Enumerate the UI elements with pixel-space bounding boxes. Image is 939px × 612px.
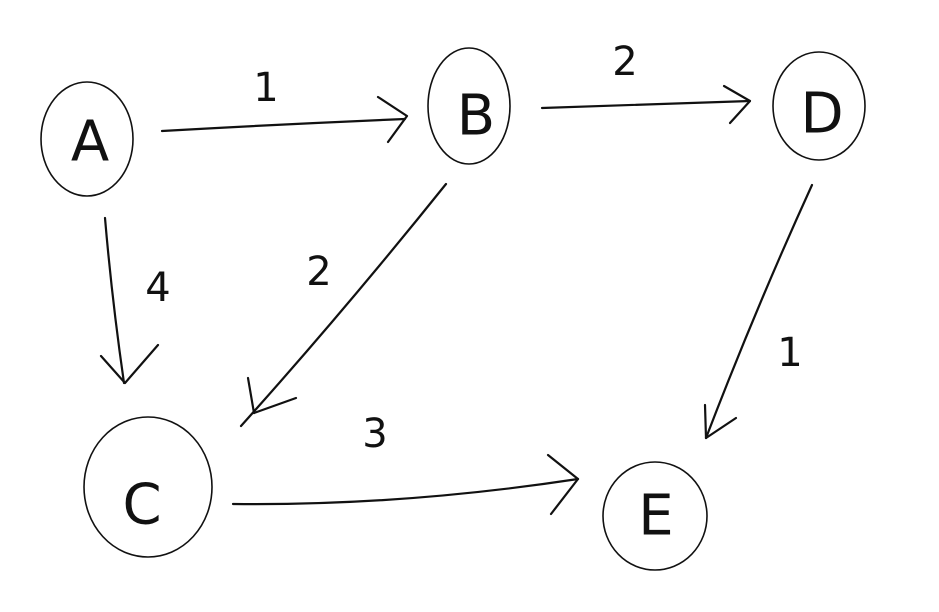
node-a: A — [40, 81, 134, 197]
edge-b-d-weight: 2 — [612, 39, 637, 85]
edge-b-c — [239, 182, 448, 428]
node-e-label: E — [638, 484, 673, 549]
edge-a-c-weight: 4 — [145, 265, 170, 311]
edge-c-e-weight: 3 — [362, 411, 387, 457]
edge-c-e — [231, 453, 580, 516]
node-e: E — [602, 461, 708, 571]
edge-a-b-weight: 1 — [253, 65, 278, 111]
node-a-label: A — [71, 110, 109, 175]
node-c: C — [83, 416, 213, 558]
node-b-label: B — [457, 84, 495, 149]
node-c-label: C — [122, 473, 161, 538]
node-d-label: D — [800, 82, 843, 147]
edge-b-d — [540, 84, 752, 125]
edge-b-c-weight: 2 — [306, 249, 331, 295]
edge-d-e-weight: 1 — [777, 330, 802, 376]
node-d: D — [772, 51, 866, 161]
edge-a-b — [160, 95, 409, 144]
edge-d-e — [703, 183, 814, 440]
edge-a-c — [99, 216, 160, 385]
node-b: B — [427, 47, 511, 165]
